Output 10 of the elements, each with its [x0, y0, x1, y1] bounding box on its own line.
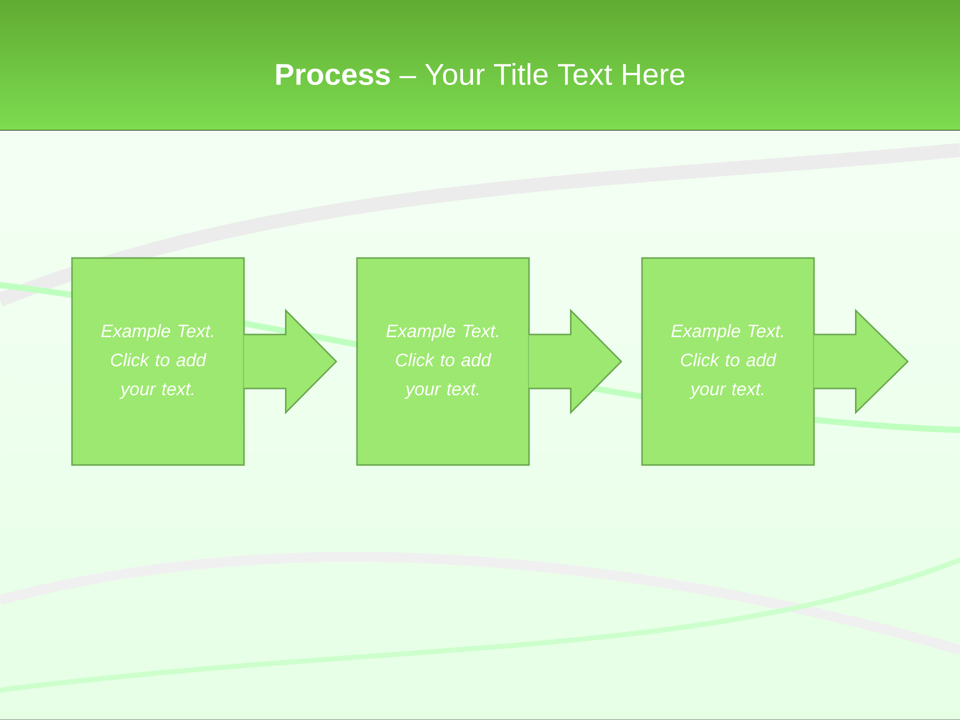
process-box [641, 257, 815, 466]
process-box [71, 257, 245, 466]
box-text: Example Text. Click to add your text. [671, 324, 783, 399]
box-text: Example Text. Click to add your text. [101, 324, 213, 399]
block-arrow [528, 308, 622, 414]
process-box [356, 257, 530, 466]
block-arrow [243, 308, 338, 414]
title: Process – Your Title Text Here [276, 62, 684, 86]
block-arrow [813, 308, 909, 414]
box-text: Example Text. Click to add your text. [386, 324, 498, 399]
